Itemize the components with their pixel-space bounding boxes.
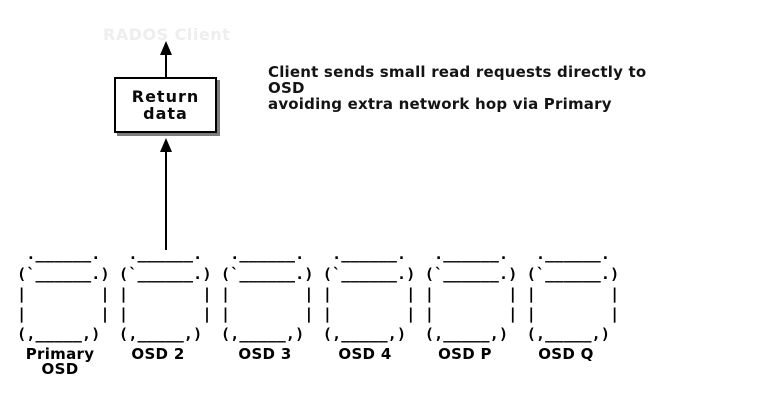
osd-label-osdq: OSD Q (538, 345, 594, 363)
return-data-line1: Return (131, 87, 200, 106)
osd-art-row: (`______.) (`______.) (`______.) (`_____… (17, 265, 629, 283)
arrow-shaft-top (165, 54, 167, 78)
arrow-up-icon (160, 138, 172, 152)
osd-art-row: | | | | | | | | | | | | (17, 305, 629, 323)
return-data-line2: data (143, 104, 188, 123)
osd-label-osdp: OSD P (438, 345, 492, 363)
arrow-up-icon (160, 41, 172, 55)
osd-art-row: (,_____,) (,_____,) (,_____,) (,_____,) … (17, 325, 629, 343)
arrow-shaft-bottom (165, 151, 167, 250)
osd-label-osd3: OSD 3 (238, 345, 292, 363)
osd-label-osd2: OSD 2 (131, 345, 185, 363)
rados-client-faint-title: RADOS Client (103, 25, 231, 44)
osd-art-row: .______. .______. .______. .______. .___… (17, 245, 629, 263)
return-data-box: Return data (114, 77, 217, 133)
osd-art-row: | | | | | | | | | | | | (17, 285, 629, 303)
osd-label-osd4: OSD 4 (338, 345, 392, 363)
osd-cylinders-ascii-art: .______. .______. .______. .______. .___… (17, 244, 629, 344)
annotation-text: Client sends small read requests directl… (268, 63, 647, 113)
osd-label-primary: Primary OSD (25, 345, 95, 378)
